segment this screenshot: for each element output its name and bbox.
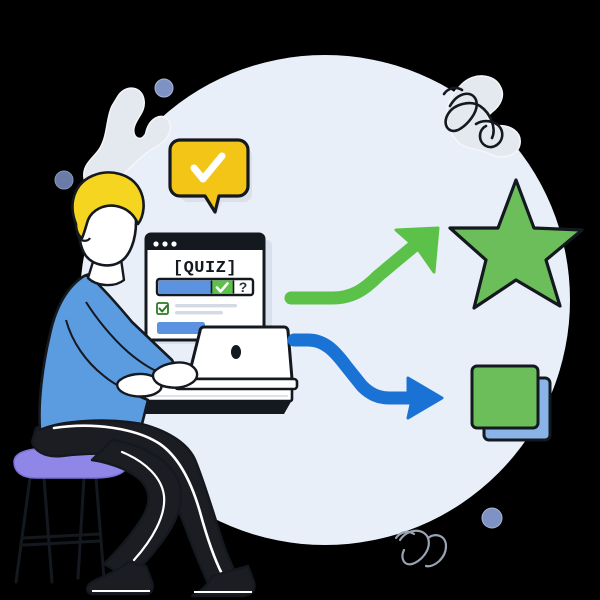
squiggle-top-right-icon bbox=[442, 86, 504, 149]
success-speech-bubble bbox=[168, 138, 250, 214]
answer-checkbox-check-icon bbox=[158, 304, 168, 313]
book-front-cover bbox=[470, 364, 540, 430]
progress-fill bbox=[158, 280, 212, 294]
blob-top-left bbox=[83, 87, 172, 191]
stool-crossbar-2 bbox=[22, 539, 102, 547]
shoe-front bbox=[190, 564, 256, 598]
dot-upper-left bbox=[154, 78, 174, 98]
hand-front bbox=[151, 361, 199, 389]
shoe-back bbox=[85, 560, 154, 596]
blue-arrow-head bbox=[406, 376, 444, 420]
hand-back bbox=[116, 372, 163, 398]
stool-crossbar bbox=[21, 532, 102, 540]
laptop-logo-icon bbox=[231, 345, 241, 359]
quiz-answer-row[interactable] bbox=[156, 302, 237, 315]
person-shoes bbox=[85, 560, 256, 598]
quiz-progress-bar[interactable]: ? bbox=[155, 277, 255, 297]
window-dot-3 bbox=[171, 241, 177, 247]
stool-leg-1 bbox=[14, 476, 32, 584]
dot-left bbox=[54, 170, 74, 190]
green-arrow-head bbox=[394, 226, 440, 274]
progress-check-segment bbox=[211, 280, 234, 294]
window-dot-1 bbox=[153, 241, 159, 247]
quiz-submit-button[interactable] bbox=[157, 322, 205, 334]
dot-bottom-right bbox=[481, 507, 503, 529]
squiggle-bottom-icon bbox=[394, 529, 448, 568]
green-book bbox=[470, 364, 552, 442]
stool-leg-4 bbox=[76, 476, 86, 580]
stool-leg-2 bbox=[42, 476, 54, 584]
green-up-arrow bbox=[284, 226, 440, 305]
person-pant-stripe-2 bbox=[120, 450, 166, 562]
answer-checkbox[interactable] bbox=[156, 302, 169, 315]
stool-leg-3 bbox=[94, 476, 106, 580]
check-icon bbox=[190, 152, 226, 183]
blue-down-arrow bbox=[287, 333, 444, 420]
quiz-browser-window[interactable]: [QUIZ] ? bbox=[144, 232, 266, 342]
progress-check-icon bbox=[215, 282, 229, 293]
person-head bbox=[71, 171, 145, 287]
progress-unknown-label: ? bbox=[239, 279, 248, 295]
answer-line-2 bbox=[175, 311, 223, 315]
green-star bbox=[448, 178, 584, 310]
answer-line-1 bbox=[175, 304, 237, 308]
window-dot-2 bbox=[162, 241, 168, 247]
quiz-title: [QUIZ] bbox=[173, 259, 237, 278]
person-pant-stripe bbox=[52, 424, 224, 576]
person-hands bbox=[116, 361, 199, 398]
laptop[interactable] bbox=[173, 325, 299, 391]
person-hair bbox=[71, 171, 145, 240]
